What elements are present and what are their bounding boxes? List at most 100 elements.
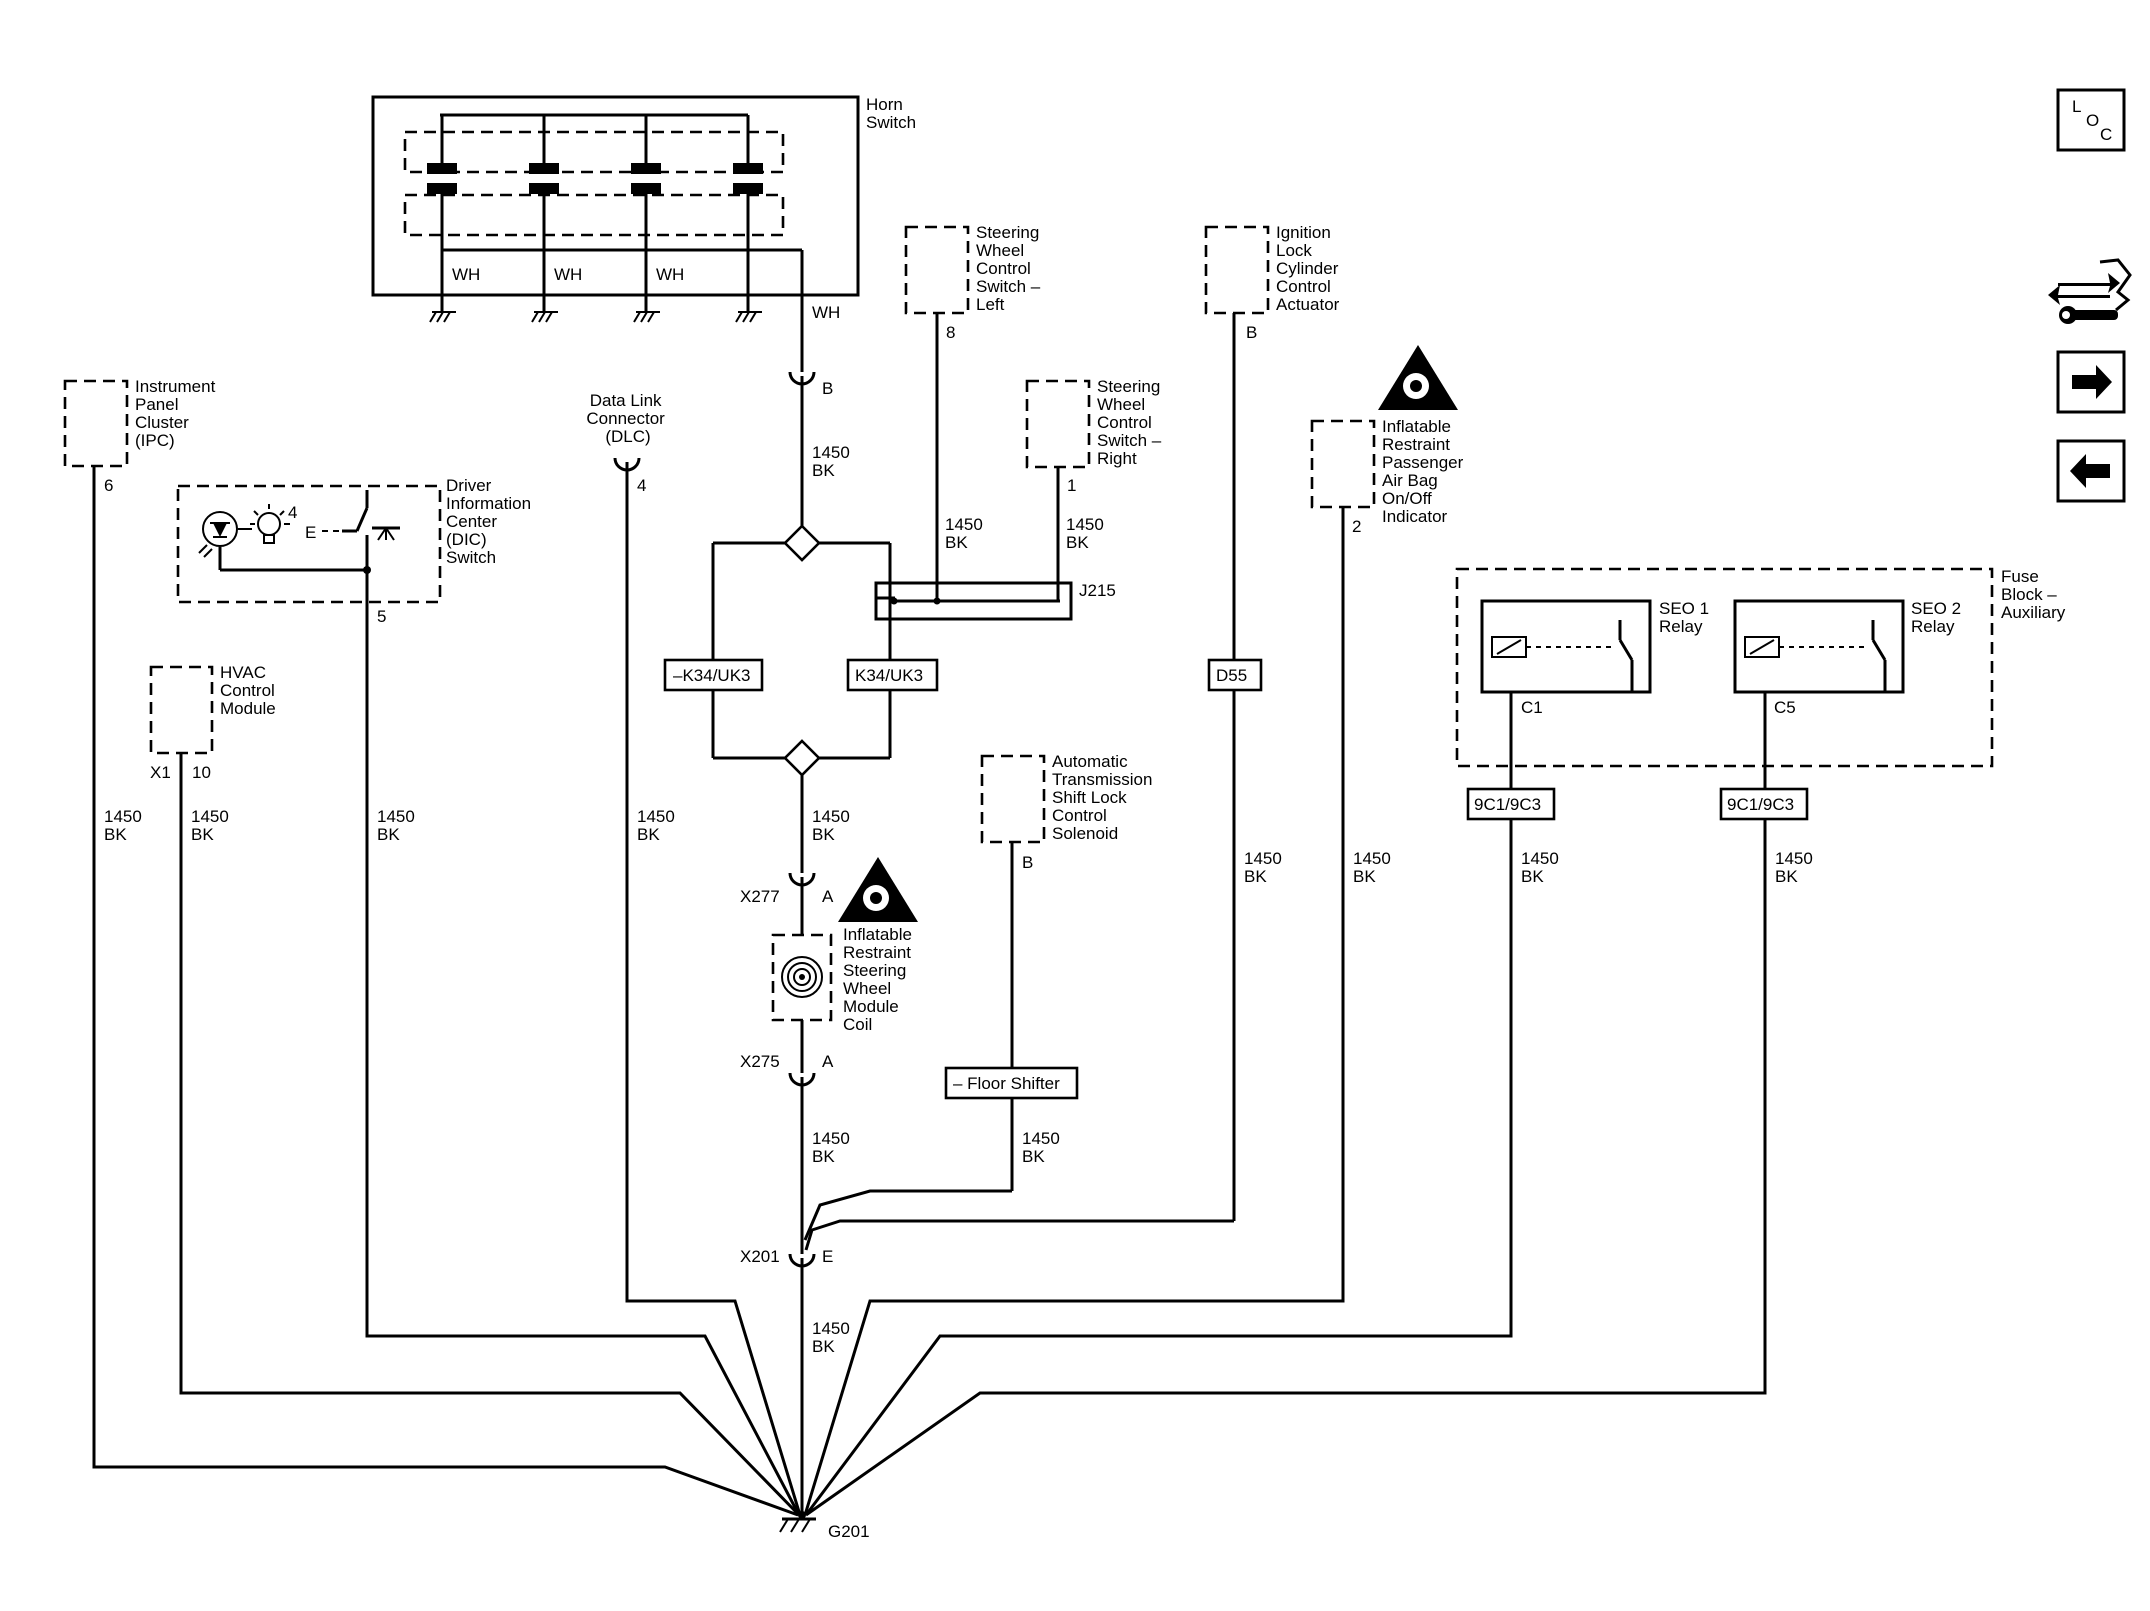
wire-color: BK: [1353, 867, 1376, 886]
pin-label: C1: [1521, 698, 1543, 717]
circuit-number: 1450: [1775, 849, 1813, 868]
circuit-number: 1450: [377, 807, 415, 826]
dlc-label: Data Link Connector (DLC): [586, 391, 669, 446]
pin-label: 4: [288, 503, 297, 522]
svg-text:O: O: [2086, 111, 2099, 130]
pin-label: C5: [1774, 698, 1796, 717]
airbag-coil: Inflatable Restraint Steering Wheel Modu…: [771, 857, 918, 1034]
swc-right: Steering Wheel Control Switch – Right 1: [1025, 377, 1166, 495]
option-label-relay2: 9C1/9C3: [1727, 795, 1794, 814]
connector-x277: X277: [740, 887, 780, 906]
wire-color: BK: [1521, 867, 1544, 886]
wire-color: BK: [812, 1147, 835, 1166]
swc-left-label: Steering Wheel Control Switch – Left: [976, 223, 1045, 314]
pin-label: 8: [946, 323, 955, 342]
hvac-control-module: HVAC Control Module X1 10: [149, 663, 280, 782]
circuit-number: 1450: [104, 807, 142, 826]
pin-label: 4: [637, 476, 646, 495]
passenger-airbag-label: Inflatable Restraint Passenger Air Bag O…: [1382, 417, 1468, 526]
circuit-number: 1450: [1521, 849, 1559, 868]
arrow-left-icon[interactable]: [2056, 439, 2126, 503]
seo2-relay-label: SEO 2 Relay: [1911, 599, 1966, 636]
wire-color: BK: [377, 825, 400, 844]
splice-label: J215: [1079, 581, 1116, 600]
pin-label: 1: [1067, 476, 1076, 495]
pin-label: 2: [1352, 517, 1361, 536]
connector-x275: X275: [740, 1052, 780, 1071]
circuit-number: 1450: [637, 807, 675, 826]
option-label-minus-k34: –K34/UK3: [673, 666, 751, 685]
wire-color-label: WH: [656, 265, 684, 284]
shift-lock-solenoid: Automatic Transmission Shift Lock Contro…: [980, 752, 1157, 872]
circuit-number: 1450: [945, 515, 983, 534]
hvac-label: HVAC Control Module: [220, 663, 280, 718]
connector-label: X1: [150, 763, 171, 782]
seo1-relay: SEO 1 Relay: [1480, 599, 1714, 694]
arrow-right-icon[interactable]: [2056, 350, 2126, 414]
option-label-relay1: 9C1/9C3: [1474, 795, 1541, 814]
pin-label: B: [1022, 853, 1033, 872]
pin-label: A: [822, 887, 834, 906]
wire-color: BK: [1022, 1147, 1045, 1166]
clockspring-coil-icon: [781, 956, 823, 998]
dlc: Data Link Connector (DLC) 4: [586, 391, 669, 495]
dic-label: Driver Information Center (DIC) Switch: [446, 476, 536, 567]
fuse-block-label: Fuse Block – Auxiliary: [2001, 567, 2066, 622]
seo2-relay: SEO 2 Relay: [1733, 599, 1966, 694]
ignition-label: Ignition Lock Cylinder Control Actuator: [1276, 223, 1343, 314]
wire-color: BK: [1066, 533, 1089, 552]
pin-label: 6: [104, 476, 113, 495]
swc-right-label: Steering Wheel Control Switch – Right: [1097, 377, 1166, 468]
circuit-number: 1450: [812, 807, 850, 826]
ipc-label: Instrument Panel Cluster (IPC): [135, 377, 220, 450]
wire-color: BK: [812, 461, 835, 480]
circuit-number: 1450: [191, 807, 229, 826]
wire-color: BK: [104, 825, 127, 844]
ignition-lock-actuator: Ignition Lock Cylinder Control Actuator …: [1204, 223, 1343, 342]
pin-label: B: [822, 379, 833, 398]
airbag-warning-icon: [838, 857, 918, 922]
pin-label: B: [1246, 323, 1257, 342]
ground-label: G201: [828, 1522, 870, 1541]
connector-tools-icon[interactable]: [2048, 258, 2132, 324]
switch-contact-icon: [372, 526, 400, 541]
ipc: Instrument Panel Cluster (IPC) 6: [63, 377, 220, 495]
loc-button[interactable]: L O C: [2056, 88, 2126, 152]
horn-switch-label: Horn Switch: [866, 95, 916, 132]
swc-left: Steering Wheel Control Switch – Left 8: [904, 223, 1045, 342]
wire-color: BK: [812, 825, 835, 844]
circuit-number: 1450: [812, 1319, 850, 1338]
horn-switch: WH WH WH WH Horn Switch: [371, 95, 916, 372]
wire-color: BK: [1775, 867, 1798, 886]
led-icon: [198, 511, 238, 558]
pin-label: 10: [192, 763, 211, 782]
airbag-warning-icon: [1378, 345, 1458, 410]
fuse-block-auxiliary: Fuse Block – Auxiliary SEO 1 Relay: [1455, 567, 2066, 768]
option-label-d55: D55: [1216, 666, 1247, 685]
passenger-airbag-indicator: Inflatable Restraint Passenger Air Bag O…: [1310, 345, 1468, 536]
chassis-ground-icon: [429, 311, 762, 323]
wire-color-label: WH: [452, 265, 480, 284]
circuit-number: 1450: [1066, 515, 1104, 534]
circuit-number: 1450: [1353, 849, 1391, 868]
svg-text:L: L: [2072, 97, 2081, 116]
wire-color-label: WH: [554, 265, 582, 284]
lamp-icon: [250, 504, 290, 544]
circuit-number: 1450: [812, 443, 850, 462]
wire-color: BK: [191, 825, 214, 844]
option-label-floor-shifter: – Floor Shifter: [953, 1074, 1060, 1093]
option-branch: –K34/UK3 K34/UK3 J215: [663, 524, 1116, 777]
atsl-label: Automatic Transmission Shift Lock Contro…: [1052, 752, 1157, 843]
mechanical-link-marker: E: [305, 523, 316, 542]
svg-text:C: C: [2100, 125, 2112, 144]
circuit-number: 1450: [1244, 849, 1282, 868]
pin-label: A: [822, 1052, 834, 1071]
pin-label: E: [822, 1247, 833, 1266]
wire-color-label: WH: [812, 303, 840, 322]
connector-x201: X201: [740, 1247, 780, 1266]
seo1-relay-label: SEO 1 Relay: [1659, 599, 1714, 636]
dic-switch: 4 E Driver Information Center (DIC) Swit…: [176, 476, 536, 626]
option-label-k34: K34/UK3: [855, 666, 923, 685]
horn-contacts: [427, 115, 763, 312]
